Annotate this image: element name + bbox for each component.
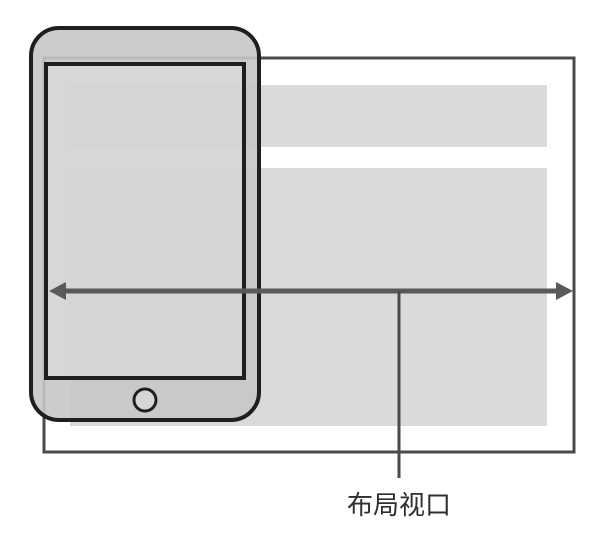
phone-body <box>29 26 261 422</box>
arrow-right-icon <box>556 282 573 300</box>
arrow-left-icon <box>49 282 66 300</box>
phone-device <box>29 26 261 422</box>
layout-viewport-width-arrow <box>49 282 573 300</box>
layout-viewport-label: 布局视口 <box>347 491 451 521</box>
phone-screen <box>44 62 246 380</box>
home-button-icon <box>132 387 158 413</box>
